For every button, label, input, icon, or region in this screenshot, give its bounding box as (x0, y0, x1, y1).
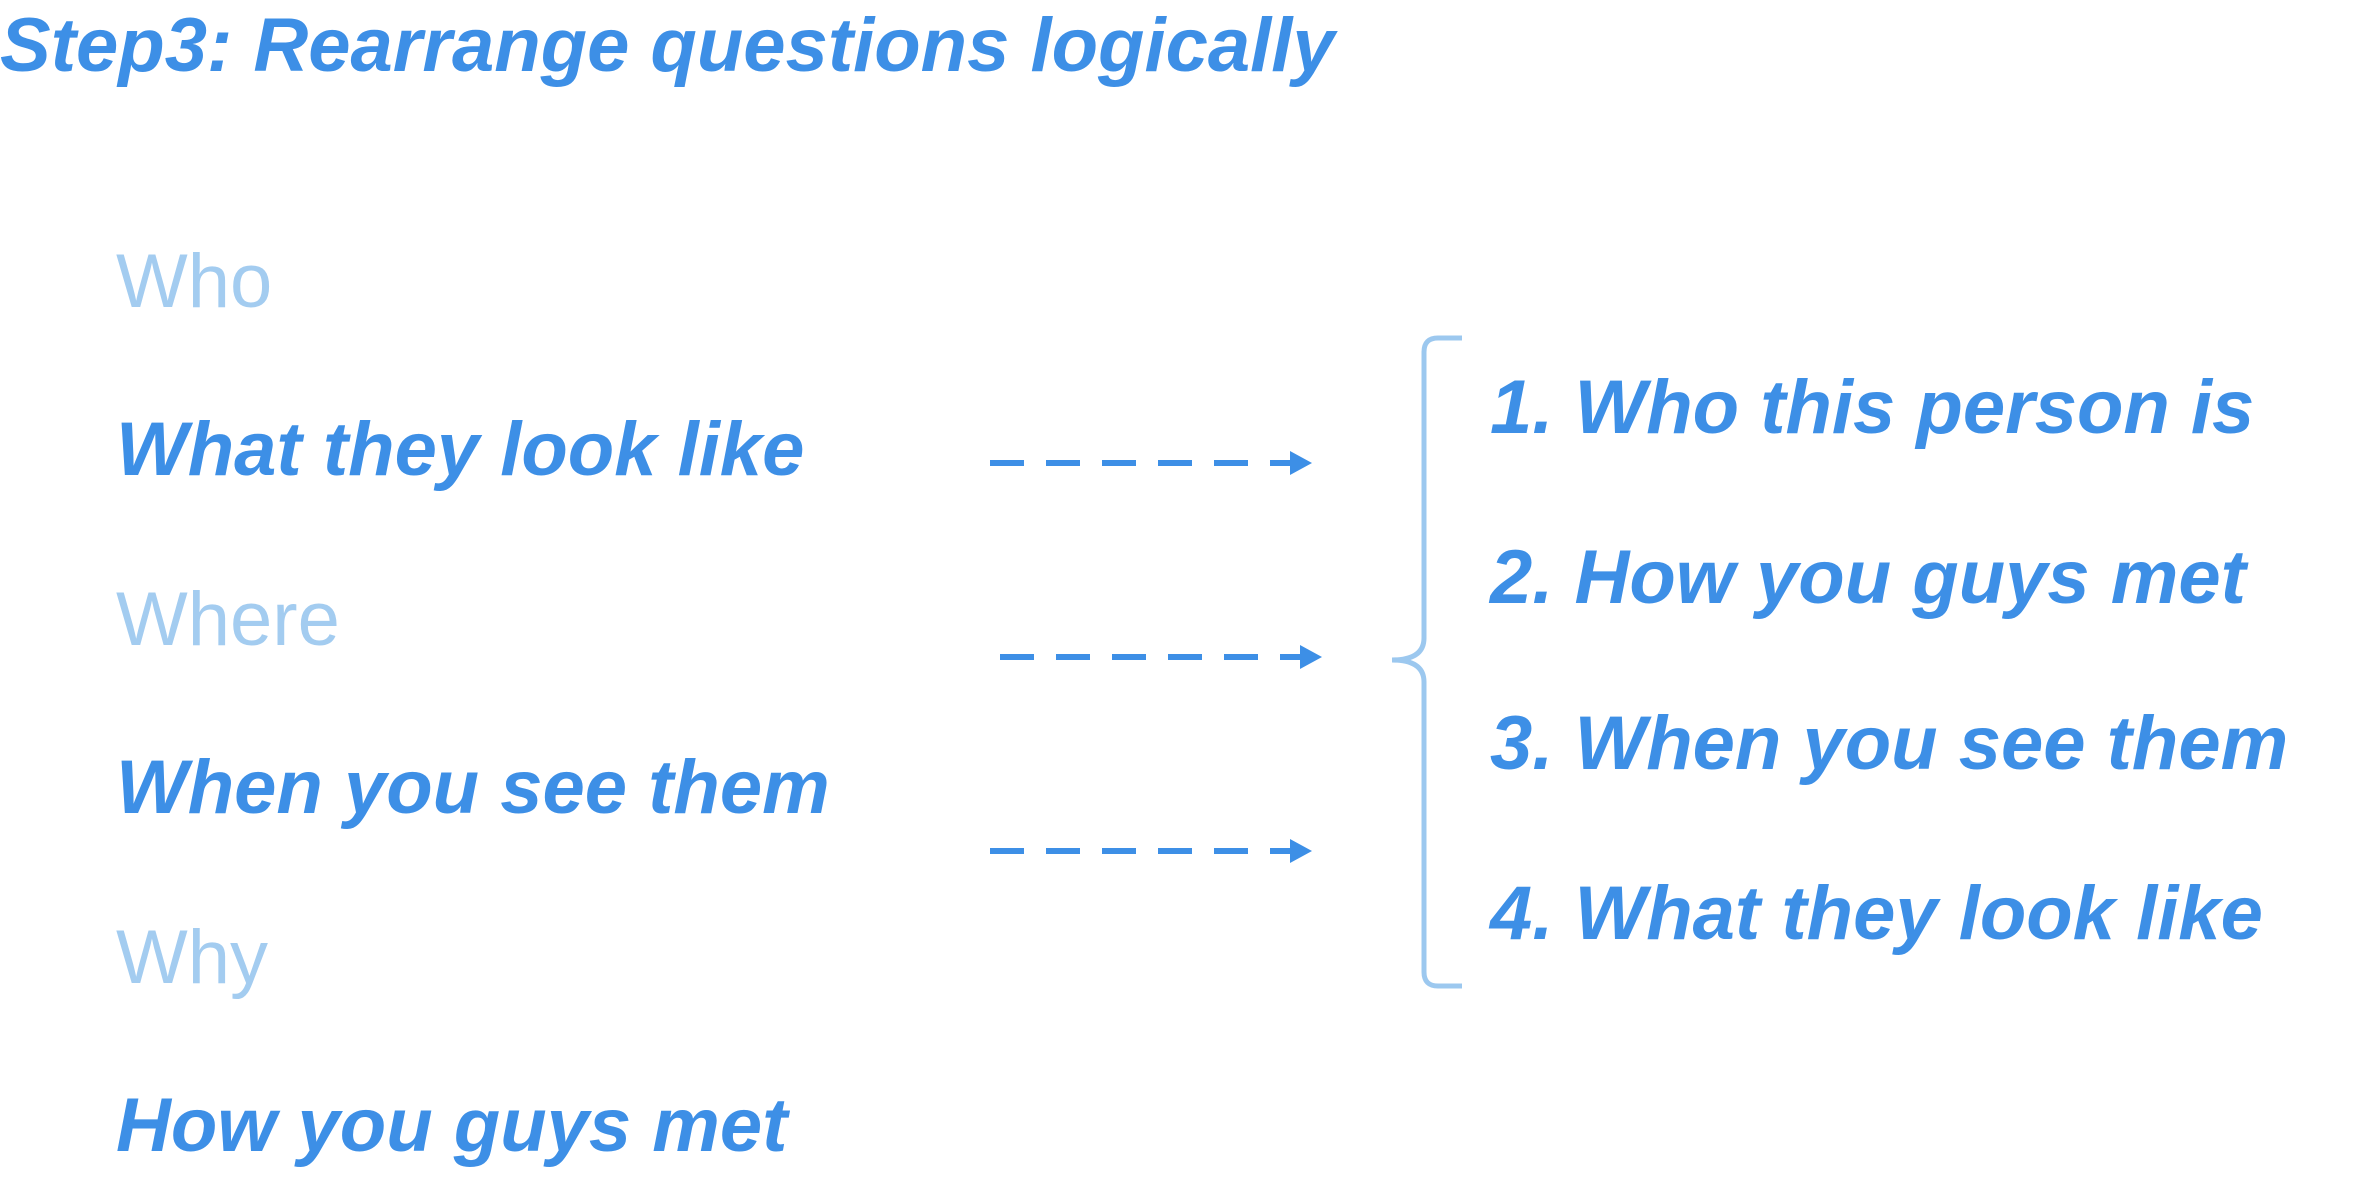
curly-bracket (1391, 335, 1462, 989)
left-item-where: Where (116, 577, 340, 662)
left-item-how-you-guys-met: How you guys met (116, 1083, 788, 1168)
right-item-4: 4. What they look like (1490, 871, 2263, 956)
left-item-who: Who (116, 239, 273, 324)
slide-title: Step3: Rearrange questions logically (0, 3, 1335, 88)
right-item-3: 3. When you see them (1490, 701, 2289, 786)
arrow-2 (1000, 645, 1322, 669)
left-item-what-they-look-like: What they look like (116, 407, 805, 492)
right-item-2: 2. How you guys met (1490, 535, 2246, 620)
right-item-1: 1. Who this person is (1490, 365, 2255, 450)
left-item-when-you-see-them: When you see them (116, 745, 830, 830)
arrow-1 (990, 451, 1312, 475)
left-item-why: Why (116, 915, 268, 1000)
arrow-3 (990, 839, 1312, 863)
